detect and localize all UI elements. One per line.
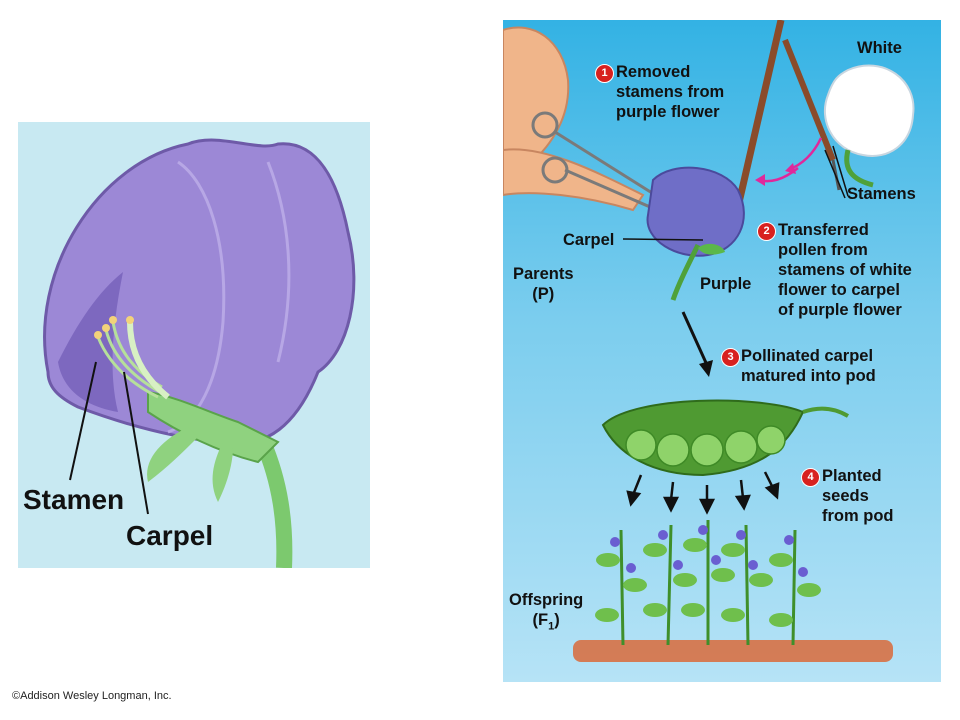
purple-flower: [646, 166, 745, 257]
flower-illustration: [43, 138, 356, 568]
experiment-illustration: [503, 20, 915, 662]
stamen-label: Stamen: [23, 484, 125, 515]
white-flower: [823, 64, 915, 157]
experiment-panel: White Stamens Carpel Purple Parents (P) …: [503, 20, 941, 682]
step-1-text: Removed stamens from purple flower: [616, 63, 725, 121]
carpel-label-right: Carpel: [563, 231, 615, 249]
copyright-notice: ©Addison Wesley Longman, Inc.: [12, 690, 172, 702]
step-2-text: Transferred pollen from stamens of white…: [778, 221, 912, 319]
peas: [625, 425, 786, 467]
hand-finger: [503, 148, 645, 212]
purple-label: Purple: [700, 275, 752, 293]
offspring-plants: [573, 520, 893, 662]
carpel-leader-line: [123, 371, 149, 515]
step-3-badge: 3: [721, 348, 740, 367]
carpel-stigma: [126, 316, 134, 324]
paintbrush: [731, 20, 841, 221]
step-4-badge: 4: [801, 468, 820, 487]
purple-flower-stem: [670, 243, 701, 301]
parents-symbol: (P): [532, 285, 555, 303]
carpel-shape: [127, 321, 170, 400]
stamen-leader-line: [69, 361, 97, 481]
purple-flower-sepal: [698, 243, 725, 255]
step-3-text: Pollinated carpel matured into pod: [741, 347, 876, 385]
sepal-2: [212, 442, 233, 502]
step-2-badge: 2: [757, 222, 776, 241]
parents-label: Parents: [513, 265, 574, 283]
step-4-text: Planted seeds from pod: [822, 467, 894, 525]
white-flower-stem: [844, 149, 874, 188]
arrow-to-pod: [681, 311, 709, 366]
white-label: White: [857, 39, 902, 57]
flower-stem: [255, 438, 293, 568]
petal-fold-2: [266, 161, 291, 363]
seed-arrows: [626, 471, 780, 515]
parents-label-group: Parents (P): [513, 264, 574, 304]
receptacle: [147, 390, 280, 464]
stamens-label: Stamens: [847, 185, 916, 203]
carpel-label: Carpel: [126, 520, 214, 551]
offspring-label-group: Offspring (F1): [509, 590, 583, 636]
flower-diagram-panel: Stamen Carpel: [18, 122, 370, 568]
sepal-1: [147, 427, 198, 482]
offspring-symbol: (F1): [532, 611, 560, 633]
inner-petal: [58, 272, 123, 412]
soil: [573, 640, 893, 662]
carpel-leader-line-right: [622, 238, 704, 241]
step-1-badge: 1: [595, 64, 614, 83]
petal-outer: [43, 138, 356, 446]
stamens: [94, 316, 163, 399]
offspring-label: Offspring: [509, 591, 584, 609]
